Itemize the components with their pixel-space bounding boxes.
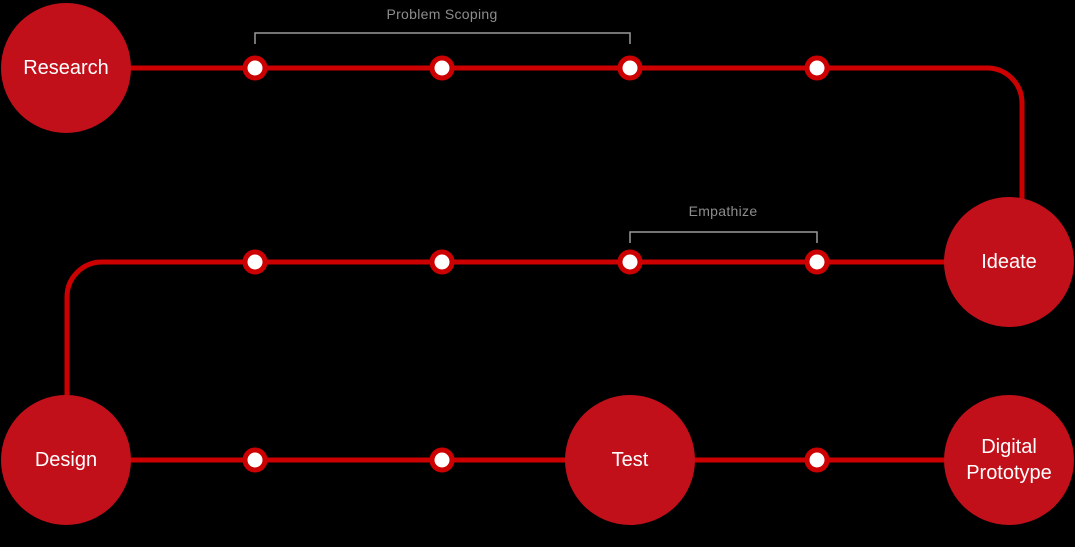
annotation-problem-scoping: Problem Scoping: [386, 6, 498, 22]
node-digital-prototype: Digital Prototype: [944, 395, 1074, 525]
node-test: Test: [565, 395, 695, 525]
node-research-label: Research: [23, 57, 109, 79]
waypoint-marker: [242, 55, 268, 81]
waypoint-marker: [617, 249, 643, 275]
waypoint-marker: [804, 55, 830, 81]
node-test-label: Test: [611, 449, 649, 471]
waypoint-marker: [429, 55, 455, 81]
connector-research-to-ideate: [66, 65, 1025, 210]
node-ideate: Ideate: [944, 197, 1074, 327]
waypoint-marker: [242, 249, 268, 275]
node-ideate-label: Ideate: [981, 251, 1037, 273]
node-design-label: Design: [34, 449, 98, 471]
waypoint-marker: [429, 249, 455, 275]
annotation-empathize: Empathize: [688, 203, 758, 219]
waypoint-marker: [617, 55, 643, 81]
bracket-problem-scoping: [254, 32, 631, 44]
node-design: Design: [1, 395, 131, 525]
waypoint-marker: [242, 447, 268, 473]
waypoint-marker: [804, 249, 830, 275]
bracket-empathize: [629, 231, 818, 243]
node-research: Research: [1, 3, 131, 133]
node-digital-prototype-label: Digital Prototype: [966, 436, 1052, 484]
connector-ideate-to-design: [64, 259, 1009, 410]
waypoint-marker: [804, 447, 830, 473]
waypoint-marker: [429, 447, 455, 473]
